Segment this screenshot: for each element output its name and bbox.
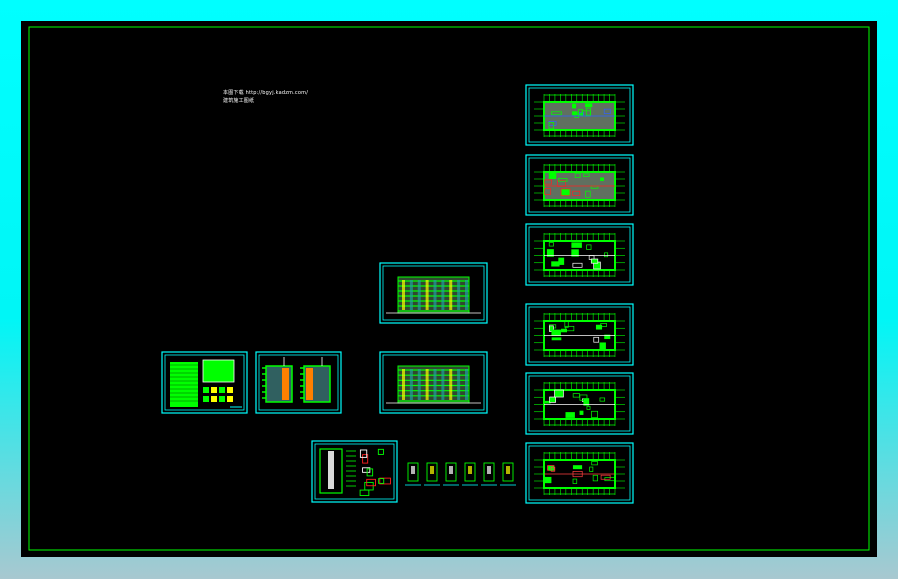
sheet-plan-roof[interactable] bbox=[525, 84, 634, 146]
sheet-plan-floor-c[interactable] bbox=[525, 372, 634, 435]
sheet-section-details[interactable] bbox=[311, 440, 398, 503]
drawing-frame bbox=[28, 26, 870, 551]
sheet-drawing bbox=[534, 313, 625, 357]
drawing-area[interactable] bbox=[21, 21, 877, 557]
sheet-plan-floor-b[interactable] bbox=[525, 303, 634, 366]
sheet-inner-border bbox=[382, 265, 485, 321]
sheet-drawing bbox=[534, 164, 625, 207]
sheet-elevation-front[interactable] bbox=[379, 262, 488, 324]
sheet-plan-floor-a[interactable] bbox=[525, 223, 634, 286]
sheet-drawing bbox=[319, 448, 391, 497]
sheet-drawing bbox=[534, 94, 625, 137]
sheet-inner-border bbox=[528, 87, 631, 143]
sheet-elevation-sides[interactable] bbox=[255, 351, 342, 414]
sheet-plan-floor-d[interactable] bbox=[525, 442, 634, 504]
sheet-drawing bbox=[170, 359, 242, 408]
sheet-inner-border bbox=[382, 354, 485, 411]
detail-thumbnail[interactable] bbox=[443, 462, 459, 486]
detail-thumbnail[interactable] bbox=[462, 462, 478, 486]
sheet-drawing bbox=[386, 365, 481, 404]
sheet-plan-ground[interactable] bbox=[525, 154, 634, 216]
annotation-line-1: 本图下载 http://bgyj.kadzm.com/ bbox=[223, 90, 309, 96]
detail-thumbnail[interactable] bbox=[405, 462, 421, 486]
sheet-design-notes[interactable] bbox=[161, 351, 248, 414]
sheet-drawing bbox=[534, 233, 625, 277]
sheet-inner-border bbox=[164, 354, 245, 411]
sheet-inner-border bbox=[528, 445, 631, 501]
sheet-inner-border bbox=[258, 354, 339, 411]
sheet-drawing bbox=[534, 452, 625, 495]
sheet-inner-border bbox=[528, 157, 631, 213]
detail-thumbnail[interactable] bbox=[424, 462, 440, 486]
annotation-line-2: 建筑施工图纸 bbox=[223, 98, 255, 104]
sheet-inner-border bbox=[528, 306, 631, 363]
sheet-drawing bbox=[534, 382, 625, 426]
sheet-elevation-rear[interactable] bbox=[379, 351, 488, 414]
detail-thumbnail[interactable] bbox=[500, 462, 516, 486]
detail-thumbnails[interactable] bbox=[405, 462, 516, 486]
sheet-inner-border bbox=[528, 226, 631, 283]
cad-model-space[interactable]: 本图下载 http://bgyj.kadzm.com/ 建筑施工图纸 bbox=[21, 21, 877, 557]
sheet-inner-border bbox=[314, 443, 395, 500]
detail-thumbnail[interactable] bbox=[481, 462, 497, 486]
sheet-drawing bbox=[386, 276, 481, 314]
sheet-drawing bbox=[262, 357, 331, 403]
sheet-inner-border bbox=[528, 375, 631, 432]
